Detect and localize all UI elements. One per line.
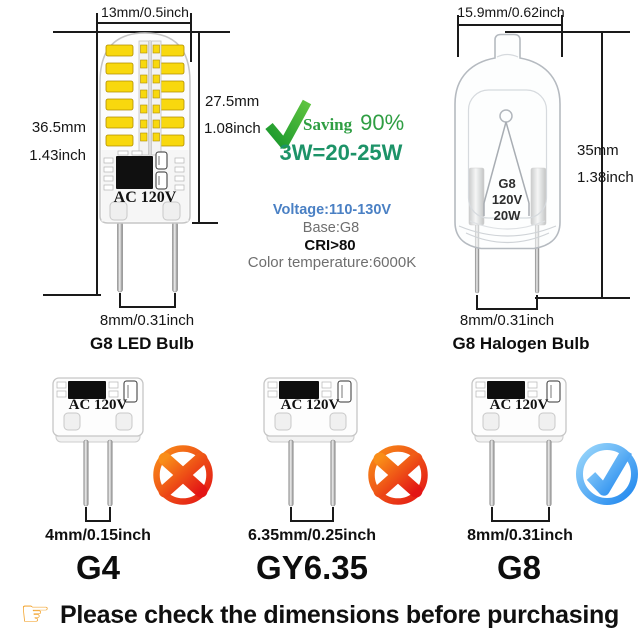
g4-print-label: AC 120V bbox=[68, 397, 128, 413]
g4-resistor bbox=[123, 380, 138, 403]
halogen-print-line3: 20W bbox=[493, 208, 521, 223]
led-body-mm-label: 27.5mm bbox=[205, 93, 260, 110]
color-temp-spec: Color temperature:6000K bbox=[247, 254, 417, 271]
g8-compatible-icon bbox=[576, 443, 638, 505]
led-bulb-illustration bbox=[99, 32, 191, 293]
led-resistor bbox=[155, 151, 168, 170]
led-pin-distance-bracket bbox=[119, 293, 176, 308]
cri-spec: CRI>80 bbox=[304, 237, 356, 254]
led-dimension-lines bbox=[43, 13, 230, 296]
gy635-pin-distance-label: 6.35mm/0.25inch bbox=[247, 527, 377, 544]
halogen-filament bbox=[483, 109, 530, 216]
halogen-width-label: 15.9mm/0.62inch bbox=[457, 4, 565, 20]
gy635-pin-distance-bracket bbox=[290, 507, 334, 522]
led-pins bbox=[117, 221, 178, 293]
g8-ic-chip bbox=[487, 381, 525, 399]
led-driver-area bbox=[103, 150, 185, 191]
halogen-name-label: G8 Halogen Bulb bbox=[452, 334, 590, 353]
g4-base-illustration bbox=[52, 377, 144, 522]
saving-line: Saving 90% bbox=[303, 110, 404, 136]
halogen-inner-capsule bbox=[467, 89, 548, 219]
pointing-hand-icon: ☞ bbox=[20, 595, 51, 633]
g4-mounting-holes bbox=[63, 412, 133, 431]
halogen-dimension-lines bbox=[457, 15, 630, 299]
g4-pins bbox=[83, 439, 113, 507]
g8-name-label: G8 bbox=[496, 549, 542, 586]
led-resistor bbox=[155, 171, 168, 190]
led-chip-array bbox=[105, 44, 185, 147]
led-mounting-holes bbox=[109, 201, 181, 221]
g4-pin-distance-label: 4mm/0.15inch bbox=[45, 527, 151, 544]
gy635-name-label: GY6.35 bbox=[256, 549, 368, 586]
g8-mounting-holes bbox=[482, 412, 556, 431]
wattage-equivalence: 3W=20-25W bbox=[279, 140, 403, 165]
halogen-glass-swirls bbox=[458, 220, 557, 244]
gy635-incompatible-icon bbox=[368, 445, 428, 505]
led-height-mm-label: 36.5mm bbox=[31, 119, 86, 136]
gy635-resistor bbox=[337, 380, 352, 403]
led-ic-chip bbox=[116, 156, 153, 189]
g8-base-illustration bbox=[471, 377, 567, 522]
gy635-mounting-holes bbox=[274, 412, 347, 431]
g4-incompatible-icon bbox=[153, 445, 213, 505]
led-pin-distance-label: 8mm/0.31inch bbox=[99, 312, 195, 329]
led-width-label: 13mm/0.5inch bbox=[101, 4, 189, 20]
halogen-pin-distance-label: 8mm/0.31inch bbox=[459, 312, 555, 329]
g4-ic-chip bbox=[68, 381, 106, 399]
g8-resistor bbox=[546, 380, 561, 403]
led-body-inch-label: 1.08inch bbox=[204, 120, 261, 137]
halogen-bulb-illustration bbox=[454, 33, 561, 294]
base-spec: Base:G8 bbox=[302, 220, 360, 236]
voltage-spec: Voltage:110-130V bbox=[272, 202, 392, 218]
g4-pin-distance-bracket bbox=[85, 507, 111, 522]
halogen-print-line2: 120V bbox=[491, 192, 523, 207]
footer-warning-text: Please check the dimensions before purch… bbox=[60, 601, 619, 629]
halogen-height-mm-label: 35mm bbox=[577, 142, 619, 159]
saving-percentage: 90% bbox=[360, 110, 405, 135]
led-height-inch-label: 1.43inch bbox=[29, 147, 86, 164]
saving-word: Saving bbox=[303, 115, 353, 134]
g4-name-label: G4 bbox=[75, 549, 121, 586]
g8-pin-distance-label: 8mm/0.31inch bbox=[467, 527, 573, 544]
gy635-print-label: AC 120V bbox=[280, 397, 340, 413]
halogen-height-inch-label: 1.38inch bbox=[577, 169, 634, 186]
halogen-pin-distance-bracket bbox=[476, 295, 538, 310]
led-print-label: AC 120V bbox=[113, 189, 177, 206]
g8-pins bbox=[489, 439, 552, 507]
led-center-strip bbox=[138, 40, 162, 156]
gy635-ic-chip bbox=[279, 381, 319, 399]
saving-check-icon bbox=[265, 99, 312, 149]
g8-print-label: AC 120V bbox=[489, 397, 549, 413]
g8-pin-distance-bracket bbox=[491, 507, 550, 522]
gy635-pins bbox=[288, 439, 336, 507]
halogen-glass bbox=[454, 33, 561, 250]
led-name-label: G8 LED Bulb bbox=[90, 334, 194, 353]
halogen-print-line1: G8 bbox=[498, 176, 516, 191]
gy635-base-illustration bbox=[263, 377, 358, 522]
